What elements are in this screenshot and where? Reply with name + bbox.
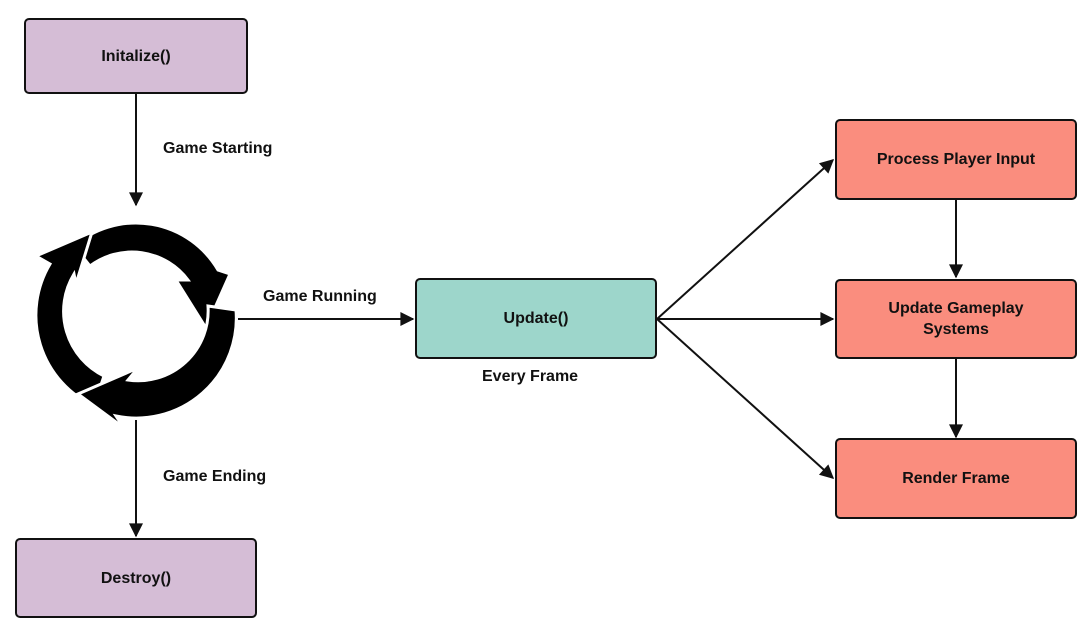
render-frame-node: Render Frame <box>835 438 1077 519</box>
update-gameplay-label: Update Gameplay Systems <box>888 300 1024 338</box>
initialize-label: Initalize() <box>101 47 171 65</box>
every-frame-label: Every Frame <box>482 368 579 385</box>
initialize-node: Initalize() <box>24 18 248 94</box>
loop-arc-left <box>32 229 106 409</box>
loop-cycle-icon <box>32 221 238 430</box>
process-input-node: Process Player Input <box>835 119 1077 200</box>
game-ending-label: Game Ending <box>163 468 267 485</box>
loop-arc-top <box>71 221 233 332</box>
destroy-label: Destroy() <box>100 569 172 587</box>
update-gameplay-node: Update Gameplay Systems <box>835 279 1077 359</box>
update-node: Update() <box>415 278 657 359</box>
destroy-node: Destroy() <box>15 538 257 618</box>
game-starting-label: Game Starting <box>163 140 273 157</box>
process-input-label: Process Player Input <box>876 151 1036 168</box>
arrow-update-to-render-frame <box>656 318 835 479</box>
update-label: Update() <box>503 310 569 327</box>
game-running-label: Game Running <box>263 288 377 305</box>
arrow-update-to-process-input <box>656 159 835 320</box>
render-frame-label: Render Frame <box>902 470 1010 487</box>
loop-arc-bottom <box>75 304 238 430</box>
